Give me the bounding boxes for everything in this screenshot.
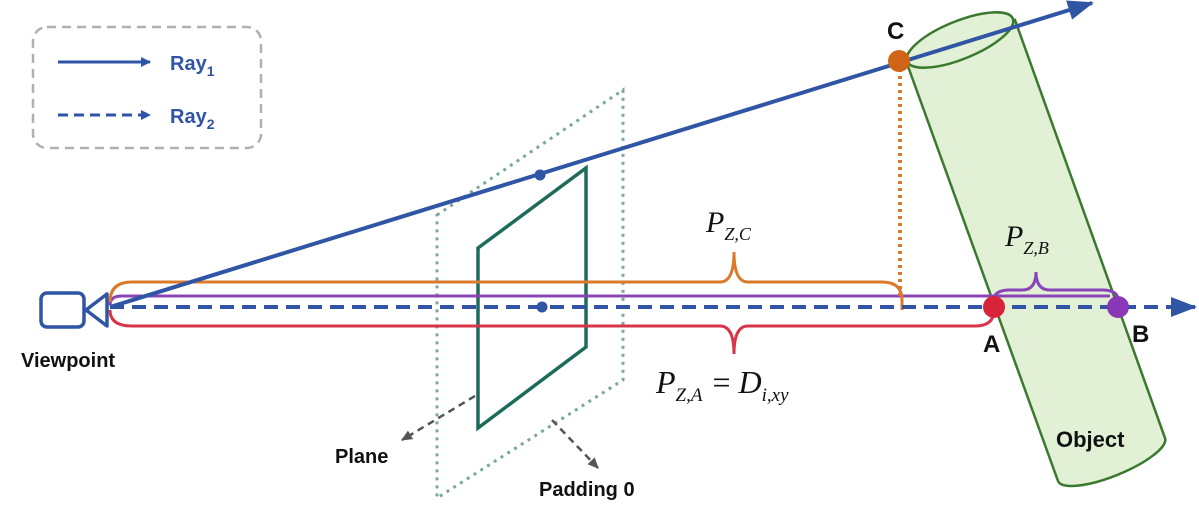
point-b-label: B bbox=[1132, 321, 1149, 348]
formula-pzc: PZ,C bbox=[705, 206, 752, 244]
point-c bbox=[888, 50, 910, 72]
formula-pzb: PZ,B bbox=[1004, 220, 1049, 258]
padding-label: Padding 0 bbox=[539, 479, 635, 501]
point-c-label: C bbox=[887, 18, 904, 45]
red-brace-pza bbox=[108, 309, 996, 355]
legend-ray2-label: Ray2 bbox=[170, 106, 215, 132]
camera-icon bbox=[39, 291, 109, 329]
purple-brace-pzb bbox=[992, 271, 1120, 301]
object-label: Object bbox=[1056, 427, 1125, 452]
viewpoint-label: Viewpoint bbox=[21, 350, 115, 372]
point-a-label: A bbox=[983, 331, 1000, 358]
legend-ray1-label: Ray1 bbox=[170, 53, 215, 79]
image-plane bbox=[476, 164, 588, 432]
point-b bbox=[1107, 296, 1129, 318]
cylinder-body bbox=[903, 18, 1167, 488]
point-a bbox=[983, 296, 1005, 318]
padding-plane bbox=[435, 87, 625, 501]
ray2-plane-intersection bbox=[536, 301, 548, 313]
ray1-line bbox=[109, 0, 1094, 309]
ray1-plane-intersection bbox=[534, 169, 546, 181]
padding-pointer bbox=[551, 419, 599, 469]
purple-bracket bbox=[108, 294, 1110, 306]
plane-label: Plane bbox=[335, 446, 388, 468]
legend: Ray1 Ray2 bbox=[31, 25, 263, 150]
orange-brace-pzc bbox=[108, 251, 904, 310]
formula-pza: PZ,A=Di,xy bbox=[655, 364, 789, 406]
plane-pointer bbox=[401, 394, 476, 442]
legend-border bbox=[31, 25, 263, 150]
